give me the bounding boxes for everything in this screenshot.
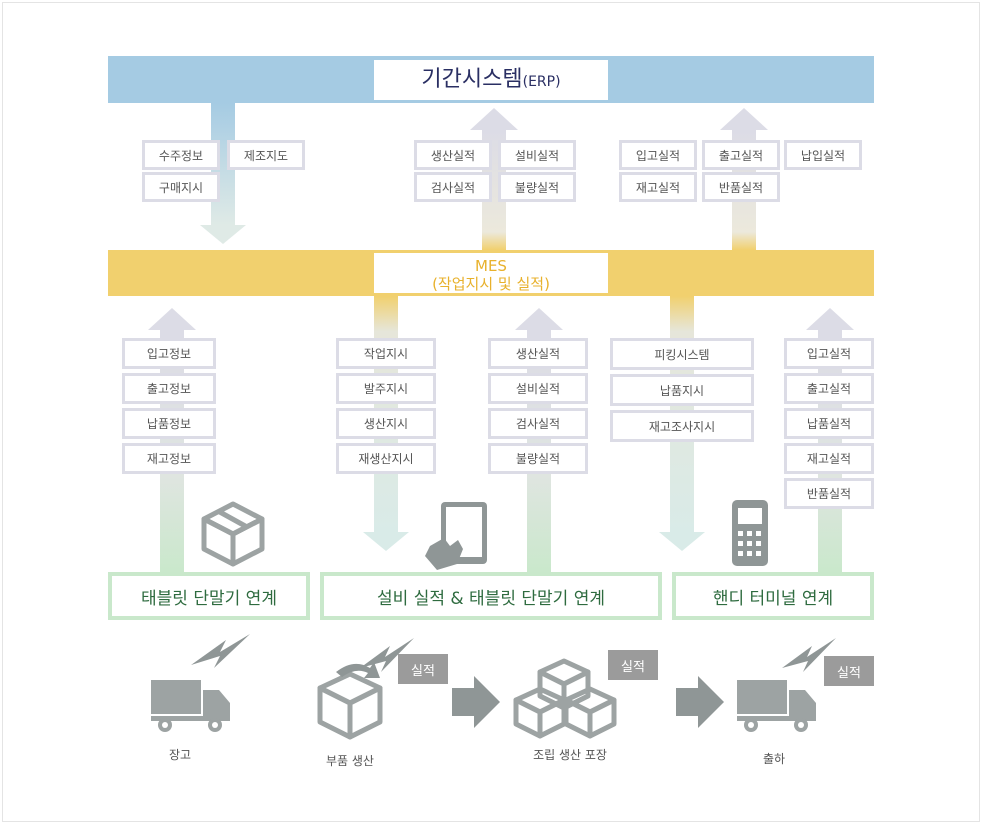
label-defect-result: 불량실적	[488, 443, 588, 474]
label-equipment-result: 설비실적	[498, 140, 576, 170]
label-inventory-result: 재고실적	[784, 443, 874, 474]
label-purchase-order: 구매지시	[142, 172, 220, 202]
label-inspection-result: 검사실적	[488, 408, 588, 439]
label-stocktaking-order: 재고조사지시	[610, 410, 754, 442]
right-arrow-icon	[676, 676, 724, 728]
package-box-icon	[201, 501, 265, 567]
label-work-order: 작업지시	[336, 338, 436, 369]
label-return-result: 반품실적	[702, 172, 780, 202]
label-return-result: 반품실적	[784, 478, 874, 509]
mes-subtitle: (작업지시 및 실적)	[432, 275, 550, 293]
result-badge: 실적	[398, 654, 448, 684]
tablet-touch-icon	[425, 502, 487, 570]
erp-title: 기간시스템	[421, 67, 523, 92]
result-badge: 실적	[608, 650, 658, 680]
caption-assembly-packaging: 조립 생산 포장	[533, 748, 607, 762]
label-shipping-info: 출고정보	[122, 373, 216, 404]
result-badge: 실적	[824, 656, 874, 686]
label-defect-result: 불량실적	[498, 172, 576, 202]
label-manufacturing-guidance: 제조지도	[227, 140, 305, 170]
label-inventory-info: 재고정보	[122, 443, 216, 474]
label-receiving-result: 입고실적	[619, 140, 697, 170]
caption-shipping: 출하	[762, 752, 786, 766]
signal-bolt-icon	[782, 638, 836, 672]
label-delivery-result: 납입실적	[784, 140, 862, 170]
signal-bolt-icon	[191, 634, 250, 668]
label-inspection-result: 검사실적	[414, 172, 492, 202]
right-arrow-icon	[452, 676, 500, 728]
truck-icon	[737, 680, 816, 732]
label-shipping-result: 출고실적	[702, 140, 780, 170]
erp-title-box: 기간시스템(ERP)	[374, 60, 608, 100]
label-order-info: 수주정보	[142, 140, 220, 170]
label-inventory-result: 재고실적	[619, 172, 697, 202]
label-delivery-info: 납품정보	[122, 408, 216, 439]
label-delivery-order: 납품지시	[610, 374, 754, 406]
label-receiving-info: 입고정보	[122, 338, 216, 369]
stacked-boxes-icon	[513, 658, 617, 739]
handy-terminal-icon	[732, 500, 768, 566]
signal-bolt-icon	[360, 638, 414, 672]
label-equipment-result: 설비실적	[488, 373, 588, 404]
caption-warehouse: 장고	[168, 748, 192, 762]
label-picking-system: 피킹시스템	[610, 338, 754, 370]
label-production-result: 생산실적	[414, 140, 492, 170]
label-reproduction-order: 재생산지시	[336, 443, 436, 474]
label-delivery-result: 납품실적	[784, 408, 874, 439]
mes-title-box: MES (작업지시 및 실적)	[374, 253, 608, 293]
label-shipping-result: 출고실적	[784, 373, 874, 404]
equipment-tablet-link-box: 설비 실적 & 태블릿 단말기 연계	[320, 572, 662, 620]
erp-title-suffix: (ERP)	[522, 74, 561, 90]
tablet-link-box: 태블릿 단말기 연계	[108, 572, 310, 620]
label-production-order: 생산지시	[336, 408, 436, 439]
label-receiving-result: 입고실적	[784, 338, 874, 369]
handy-terminal-link-box: 핸디 터미널 연계	[672, 572, 874, 620]
curved-arrow-icon	[336, 662, 380, 678]
mes-title: MES	[475, 257, 507, 275]
parts-box-icon	[317, 671, 383, 740]
caption-parts-production: 부품 생산	[326, 754, 374, 768]
truck-icon	[151, 680, 230, 732]
label-production-result: 생산실적	[488, 338, 588, 369]
label-purchase-instruction: 발주지시	[336, 373, 436, 404]
